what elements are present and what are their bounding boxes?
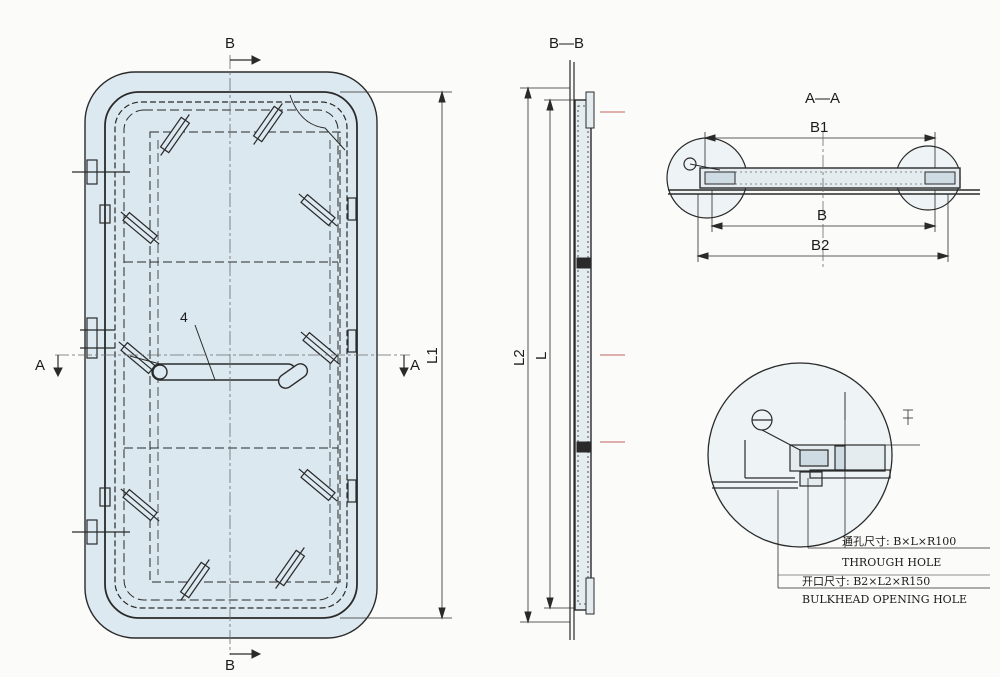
aa-door-body [699, 167, 961, 189]
front-view [53, 55, 452, 659]
door-handle [129, 324, 309, 389]
clamp-levers [118, 103, 340, 601]
section-aa-title: A—A [805, 90, 840, 107]
dimension-l2-label: L2 [511, 349, 528, 366]
section-aa-view [666, 132, 980, 270]
stiffener-frame [149, 131, 341, 583]
enlarged-detail-view [707, 362, 990, 589]
dimension-b-label: B [817, 207, 827, 224]
bb-door-body [574, 99, 592, 611]
section-mark-bottom: B [225, 657, 235, 674]
hinge-icons [72, 159, 357, 545]
dimension-b1-label: B1 [810, 119, 828, 136]
dimension-l1-label: L1 [424, 347, 441, 364]
dimension-l-label: L [533, 352, 550, 360]
note-through-hole-cn: 通孔尺寸: B×L×R100 [842, 534, 956, 548]
section-bb-title: B—B [549, 35, 584, 52]
part-number-4: 4 [180, 309, 188, 325]
note-opening-hole-cn: 开口尺寸: B2×L2×R150 [802, 574, 930, 588]
section-mark-top: B [225, 35, 235, 52]
side-mark-right: A [410, 357, 420, 374]
note-through-hole-en: THROUGH HOLE [842, 556, 941, 569]
section-bb-view [520, 60, 625, 640]
dimension-b2-label: B2 [811, 237, 829, 254]
note-opening-hole-en: BULKHEAD OPENING HOLE [802, 593, 967, 606]
side-mark-left: A [35, 357, 45, 374]
